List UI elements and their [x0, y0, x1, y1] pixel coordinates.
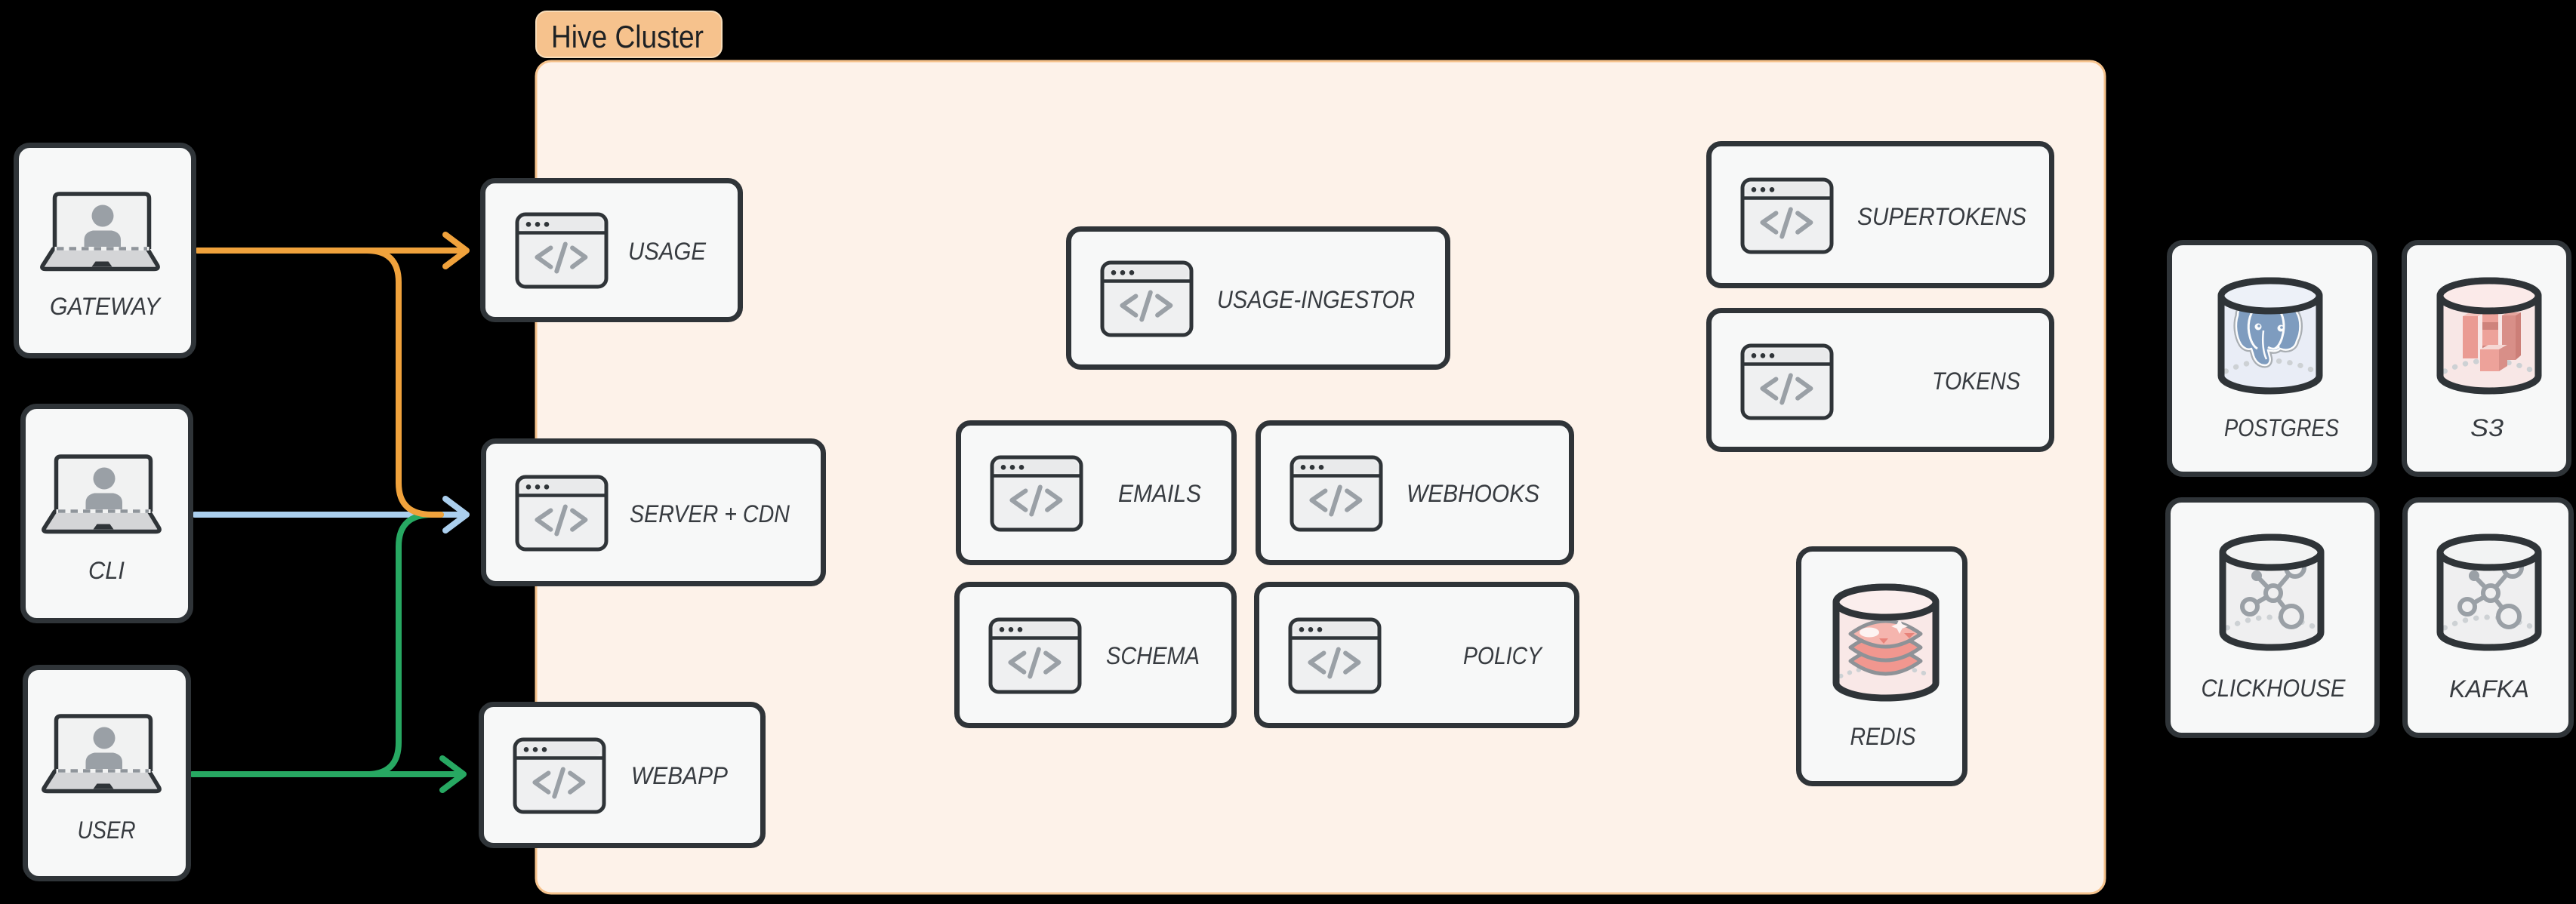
svg-text:CLI: CLI — [88, 557, 125, 584]
svg-text:EMAILS: EMAILS — [1118, 480, 1201, 507]
svg-text:REDIS: REDIS — [1850, 723, 1916, 750]
svg-text:SUPERTOKENS: SUPERTOKENS — [1857, 203, 2026, 230]
svg-text:POSTGRES: POSTGRES — [2224, 414, 2339, 441]
svg-text:USER: USER — [78, 816, 136, 844]
svg-text:KAFKA: KAFKA — [2449, 675, 2529, 703]
svg-text:POLICY: POLICY — [1463, 642, 1543, 669]
svg-text:SERVER + CDN: SERVER + CDN — [630, 500, 790, 527]
svg-text:GATEWAY: GATEWAY — [50, 293, 162, 320]
svg-text:Hive Cluster: Hive Cluster — [551, 19, 704, 54]
svg-text:TOKENS: TOKENS — [1932, 367, 2020, 395]
svg-text:SCHEMA: SCHEMA — [1106, 642, 1200, 669]
svg-text:CLICKHOUSE: CLICKHOUSE — [2202, 675, 2346, 702]
svg-text:USAGE-INGESTOR: USAGE-INGESTOR — [1217, 286, 1415, 313]
svg-text:WEBAPP: WEBAPP — [631, 762, 729, 789]
svg-text:S3: S3 — [2470, 414, 2504, 441]
svg-text:USAGE: USAGE — [628, 238, 707, 265]
svg-text:WEBHOOKS: WEBHOOKS — [1407, 480, 1539, 507]
